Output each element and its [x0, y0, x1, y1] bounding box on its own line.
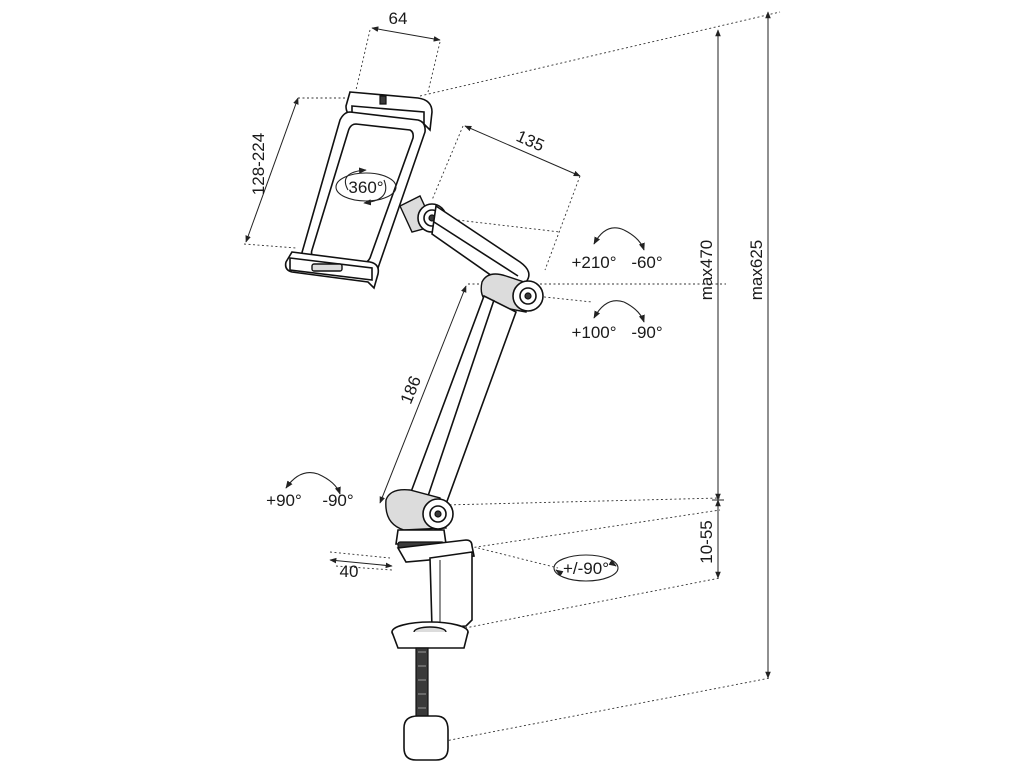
extension-lines [243, 11, 781, 743]
label-upper-arm: 135 [513, 127, 547, 156]
label-upper-joint-neg: -60° [631, 253, 662, 272]
upper-arm [431, 204, 530, 291]
label-height-max-total: max625 [747, 240, 766, 300]
dim-40-line [329, 557, 393, 569]
dim-135-line [464, 125, 581, 177]
dim-64-line [371, 26, 441, 42]
label-holder-depth: 64 [389, 9, 408, 28]
label-height-max-arm: max470 [697, 240, 716, 300]
dimension-lines [245, 11, 771, 679]
label-middle-joint-pos: +100° [571, 323, 616, 342]
label-base-swivel: +/-90° [563, 559, 609, 578]
label-base-joint-neg: -90° [322, 491, 353, 510]
tablet-holder [284, 91, 433, 290]
label-clamp-range: 10-55 [697, 520, 716, 563]
label-upper-joint-pos: +210° [571, 253, 616, 272]
dim-186-line [379, 285, 467, 504]
label-holder-rotation: 360° [348, 178, 383, 197]
middle-joint [480, 273, 544, 313]
rotation-arcs [285, 172, 645, 582]
label-middle-joint-neg: -90° [631, 323, 662, 342]
dim-128-224-line [245, 97, 299, 243]
desk-clamp [391, 539, 475, 761]
lower-arm [406, 294, 517, 505]
label-clamp-width: 40 [340, 562, 359, 581]
label-lower-arm: 186 [397, 373, 425, 406]
label-base-joint-pos: +90° [266, 491, 302, 510]
label-holder-grip: 128-224 [249, 133, 268, 195]
